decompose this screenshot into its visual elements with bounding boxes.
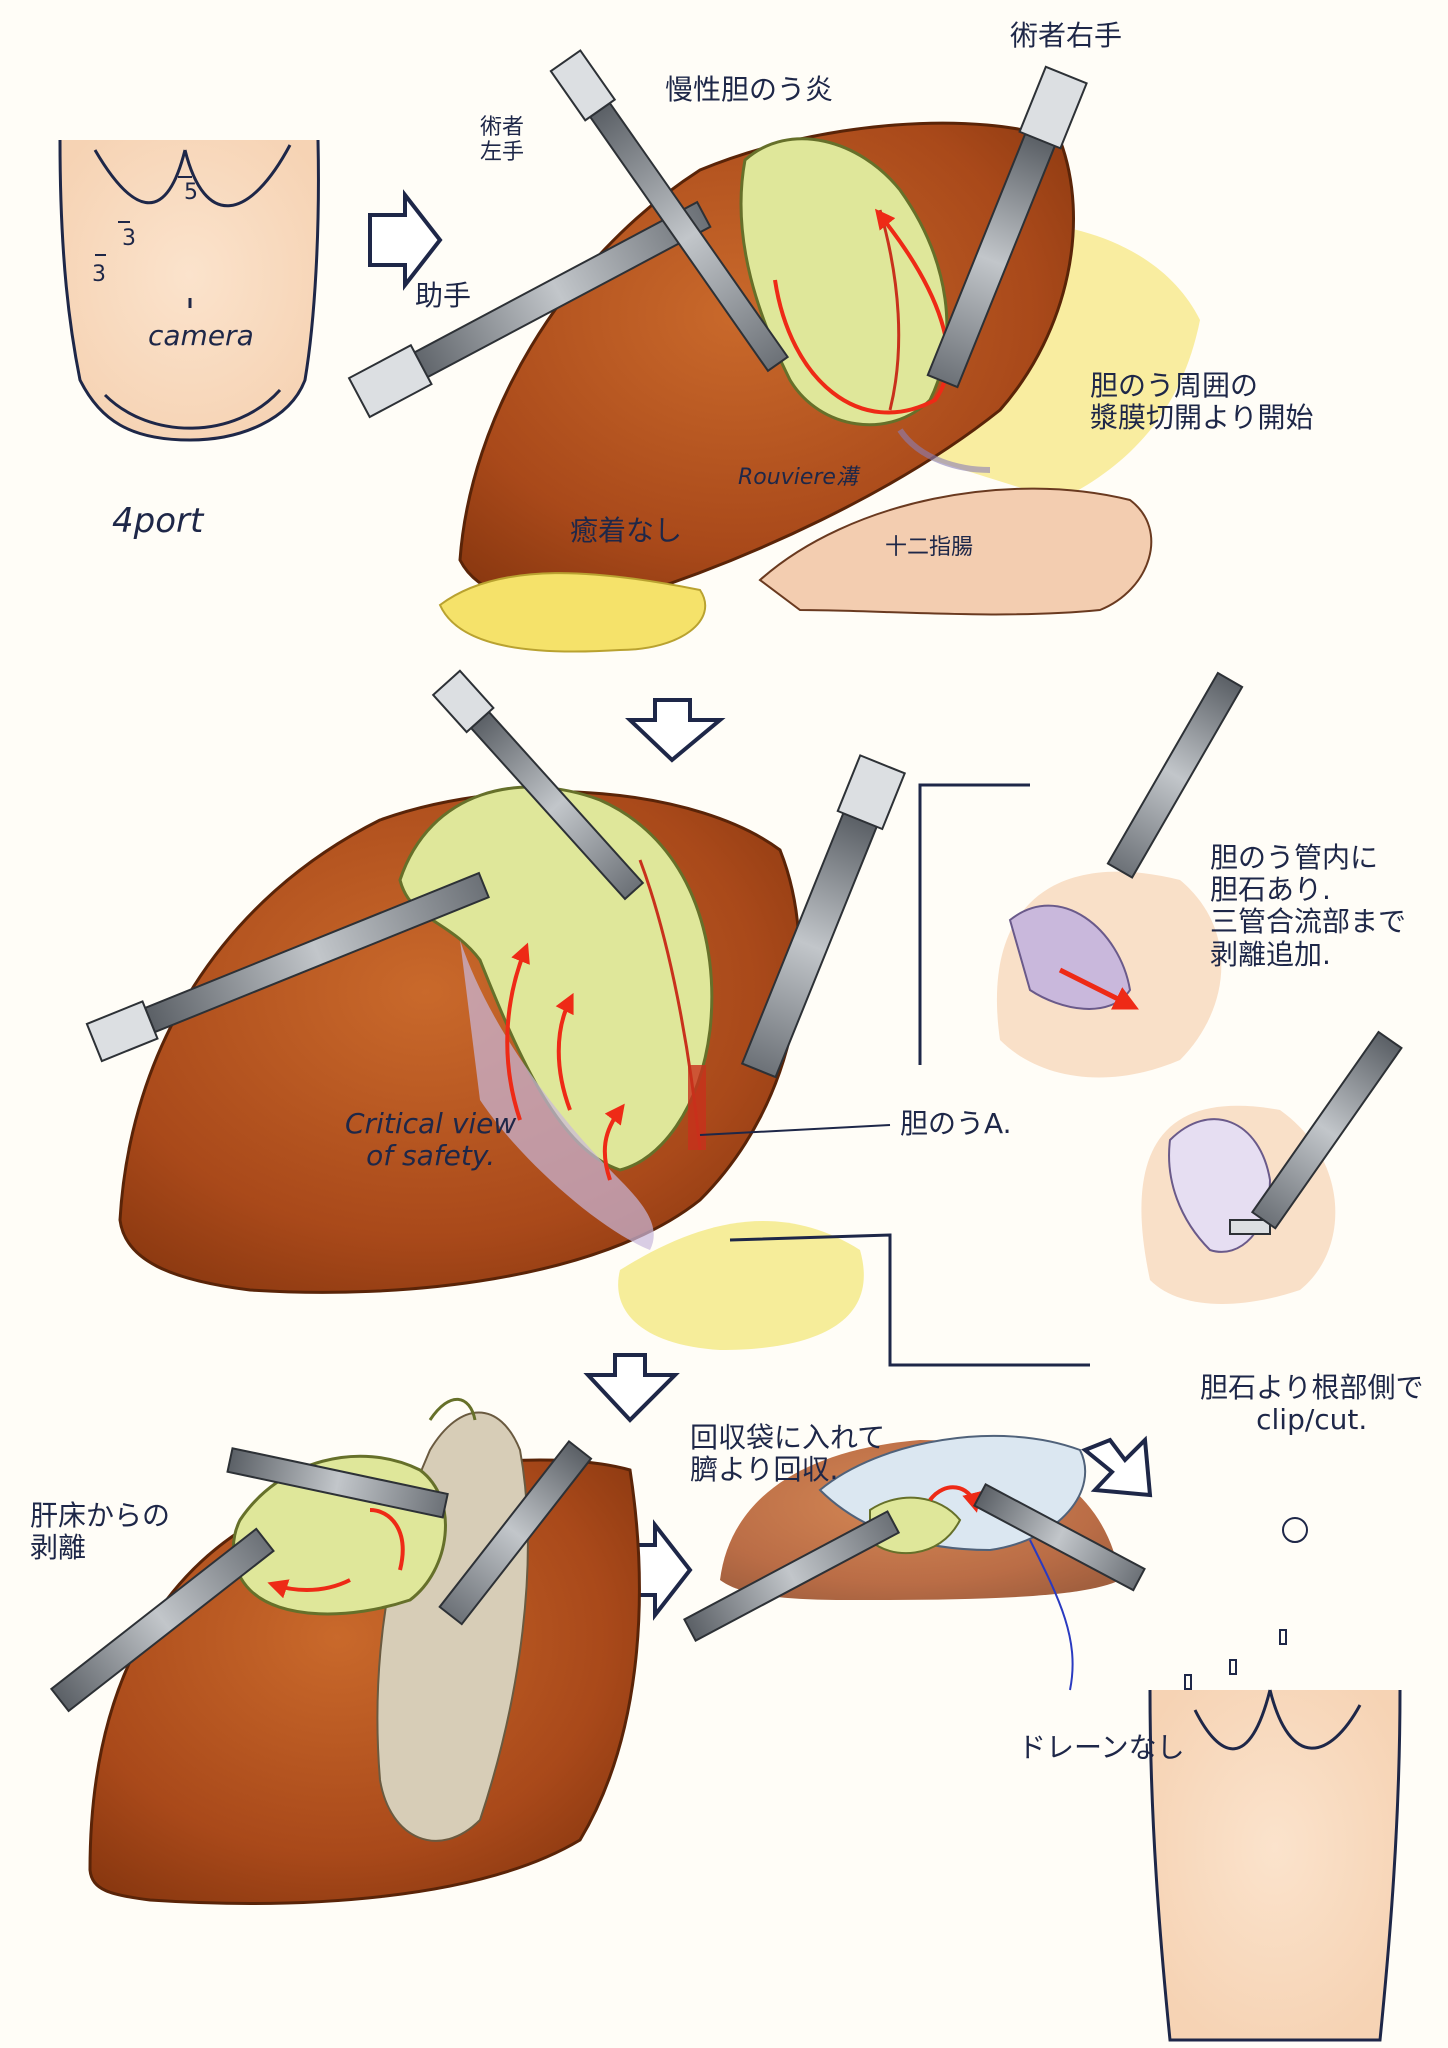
port-label-3a: 3 xyxy=(122,226,136,251)
inset-clip-cut xyxy=(1141,1030,1403,1304)
panel-liver-bed xyxy=(49,1397,641,1905)
camera-label: camera xyxy=(148,319,254,352)
stone-in-duct-label: 胆のう管内に 胆石あり. 三管合流部まで 剥離追加. xyxy=(1210,841,1407,971)
inset-stone-in-duct xyxy=(996,671,1244,1078)
instrument-left-top xyxy=(549,49,790,373)
callout-bracket-top xyxy=(918,783,1030,1065)
cvs-arrow-2 xyxy=(555,992,574,1111)
rouviere-label: Rouviere溝 xyxy=(738,465,858,490)
duodenum-label: 十二指腸 xyxy=(885,535,974,560)
instrument-right-cvs xyxy=(740,754,907,1079)
no-drain-label: ドレーンなし xyxy=(1018,1731,1185,1764)
instrument-assistant-top xyxy=(347,200,712,419)
instrument-left-cvs xyxy=(431,669,645,901)
omentum-fat xyxy=(438,572,707,653)
surgeon-left-label: 術者 左手 xyxy=(480,115,525,166)
cvs-arrow-1 xyxy=(505,942,530,1121)
flow-arrow-down-1 xyxy=(625,698,726,763)
umbilicus-port xyxy=(1282,1517,1308,1543)
retrieval-label: 回収袋に入れて 臍より回収. xyxy=(690,1421,886,1487)
flow-arrow-down-2 xyxy=(583,1353,680,1423)
cystic-artery-label: 胆のうA. xyxy=(900,1107,1012,1140)
instrument-right-top xyxy=(926,65,1088,389)
abdomen-port-diagram xyxy=(58,139,320,442)
clip-cut-label: 胆石より根部側で clip/cut. xyxy=(1200,1371,1424,1437)
duodenum-top xyxy=(758,487,1153,616)
cvs-label: Critical view of safety. xyxy=(345,1107,517,1173)
liver-bed-label: 肝床からの 剥離 xyxy=(30,1499,171,1565)
port-label-3b: 3 xyxy=(92,262,106,287)
assistant-label: 助手 xyxy=(415,279,472,312)
instrument-assistant-cvs xyxy=(85,871,490,1063)
serosa-incision-label: 胆のう周囲の 漿膜切開より開始 xyxy=(1090,369,1314,435)
flow-arrow-down-3 xyxy=(1081,1435,1153,1498)
dissection-arrow-top xyxy=(773,208,950,415)
final-abdomen xyxy=(1148,1517,1402,2042)
panel-initial-view xyxy=(347,49,1200,653)
cystic-artery-leader xyxy=(699,1124,891,1136)
flow-arrows xyxy=(368,189,1153,1621)
liverbed-arrow xyxy=(275,1508,405,1590)
four-port-label: 4port xyxy=(112,501,204,541)
panel-retrieval xyxy=(683,1434,1146,1691)
panel-critical-view xyxy=(85,669,1090,1367)
cvs-arrow-3 xyxy=(602,1103,625,1181)
callout-bracket-bottom xyxy=(729,1233,1090,1367)
chronic-cholecystitis-label: 慢性胆のう炎 xyxy=(665,73,834,106)
surgeon-right-label: 術者右手 xyxy=(1010,19,1123,52)
no-adhesion-label: 癒着なし xyxy=(570,514,683,547)
abdomen-outline xyxy=(58,139,320,442)
flow-arrow-right-1 xyxy=(368,189,443,291)
gallbladder-top xyxy=(739,137,949,427)
port-label-5: 5 xyxy=(184,180,198,205)
